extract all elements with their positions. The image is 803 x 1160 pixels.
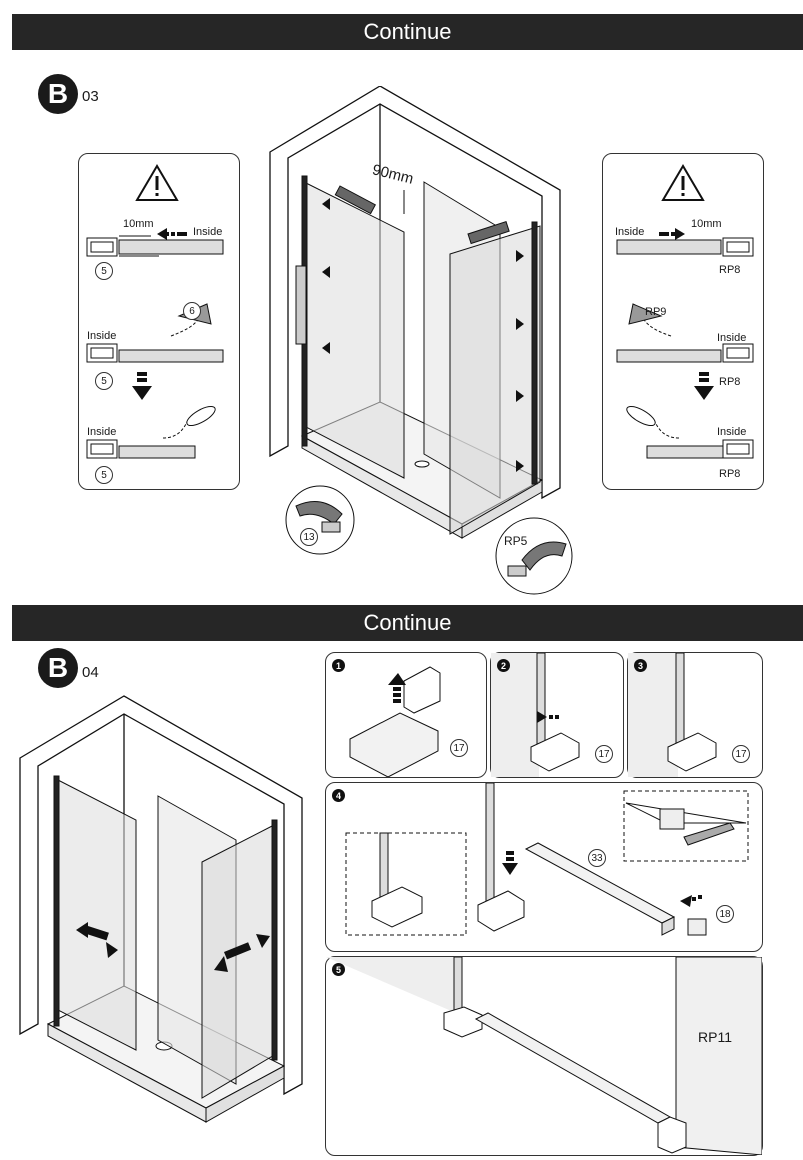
warning-icon [661, 164, 705, 201]
substep-3-drawing [628, 652, 717, 777]
arrow-up-icon [388, 673, 406, 703]
substep-number: 2 [497, 659, 510, 672]
part-label-rp8: RP8 [719, 376, 741, 388]
handle [295, 265, 307, 345]
step-number: 03 [82, 88, 99, 105]
substep-number: 3 [634, 659, 647, 672]
arrow-down-icon [502, 851, 518, 875]
part-label-5: 5 [95, 262, 113, 280]
arrow-left-icon [157, 228, 187, 240]
gap-label: 10mm [123, 218, 154, 230]
step-badge-b: B [38, 74, 78, 114]
arrow-left-icon [680, 895, 702, 907]
part-label-5: 5 [95, 372, 113, 390]
inside-label: Inside [717, 332, 747, 344]
substep-4-drawing [345, 782, 749, 936]
step-letter: B [47, 78, 69, 109]
arrow-right-icon [537, 711, 559, 723]
substep-2-panel: 2 17 [490, 652, 624, 778]
profile-3 [626, 405, 754, 459]
substep-3-panel: 3 17 [627, 652, 763, 778]
banner-text: Continue [363, 610, 452, 635]
glass-panels [53, 775, 278, 1099]
arrow-right-icon [659, 228, 685, 240]
part-label-17: 17 [595, 745, 613, 763]
profile-3 [86, 405, 216, 459]
part-label-rp5: RP5 [504, 534, 528, 548]
part-label-rp8: RP8 [719, 264, 741, 276]
substep-5-drawing [326, 956, 763, 1156]
glass-panels [301, 175, 541, 535]
arrow-down-icon [694, 372, 714, 400]
part-label-18: 18 [716, 905, 734, 923]
warning-icon [135, 164, 179, 201]
part-label-6: 6 [183, 302, 201, 320]
part-label-13: 13 [300, 528, 318, 546]
substep-number: 1 [332, 659, 345, 672]
part-label-17: 17 [732, 745, 750, 763]
substep-2-drawing [491, 652, 580, 777]
part-label-17: 17 [450, 739, 468, 757]
step-number: 04 [82, 664, 99, 681]
continue-banner-top: Continue [12, 14, 803, 50]
arrow-icons [322, 198, 524, 472]
left-instruction-panel: 10mm Inside 5 6 Inside 5 Inside 5 [78, 153, 240, 490]
inside-label: Inside [193, 226, 223, 238]
part-label-5: 5 [95, 466, 113, 484]
substep-number: 5 [332, 963, 345, 976]
double-arrow-icon [76, 922, 118, 958]
substep-number: 4 [332, 789, 345, 802]
shower-enclosure-drawing [269, 86, 561, 539]
inside-label: Inside [87, 426, 117, 438]
substep-1-panel: 1 17 [325, 652, 487, 778]
callout-right-drawing [495, 517, 573, 595]
arrow-down-icon [132, 372, 152, 400]
substep-1-drawing [349, 666, 441, 778]
step-badge-b: B [38, 648, 78, 688]
inside-label: Inside [717, 426, 747, 438]
profile-1 [86, 235, 224, 257]
profile-2 [616, 303, 754, 363]
part-label-rp8: RP8 [719, 468, 741, 480]
inside-label: Inside [87, 330, 117, 342]
right-instruction-panel: 10mm Inside RP8 RP9 Inside RP8 Inside RP… [602, 153, 764, 490]
double-arrow-icon [214, 934, 270, 972]
substep-5-panel: 5 RP11 [325, 956, 763, 1156]
part-label-33: 33 [588, 849, 606, 867]
left-panel-drawing [86, 164, 224, 459]
step-letter: B [47, 652, 69, 683]
right-panel-drawing [616, 164, 754, 459]
top-bracket [334, 185, 510, 245]
continue-banner-bottom: Continue [12, 605, 803, 641]
inside-label: Inside [615, 226, 645, 238]
gap-label: 10mm [691, 218, 722, 230]
part-label-rp11: RP11 [698, 1029, 732, 1045]
enclosure-04-drawing [19, 695, 303, 1123]
callout-left-drawing [285, 485, 355, 555]
banner-text: Continue [363, 19, 452, 44]
substep-4-panel: 4 33 18 [325, 782, 763, 952]
part-label-rp9: RP9 [645, 306, 667, 318]
profile-1 [616, 237, 754, 257]
